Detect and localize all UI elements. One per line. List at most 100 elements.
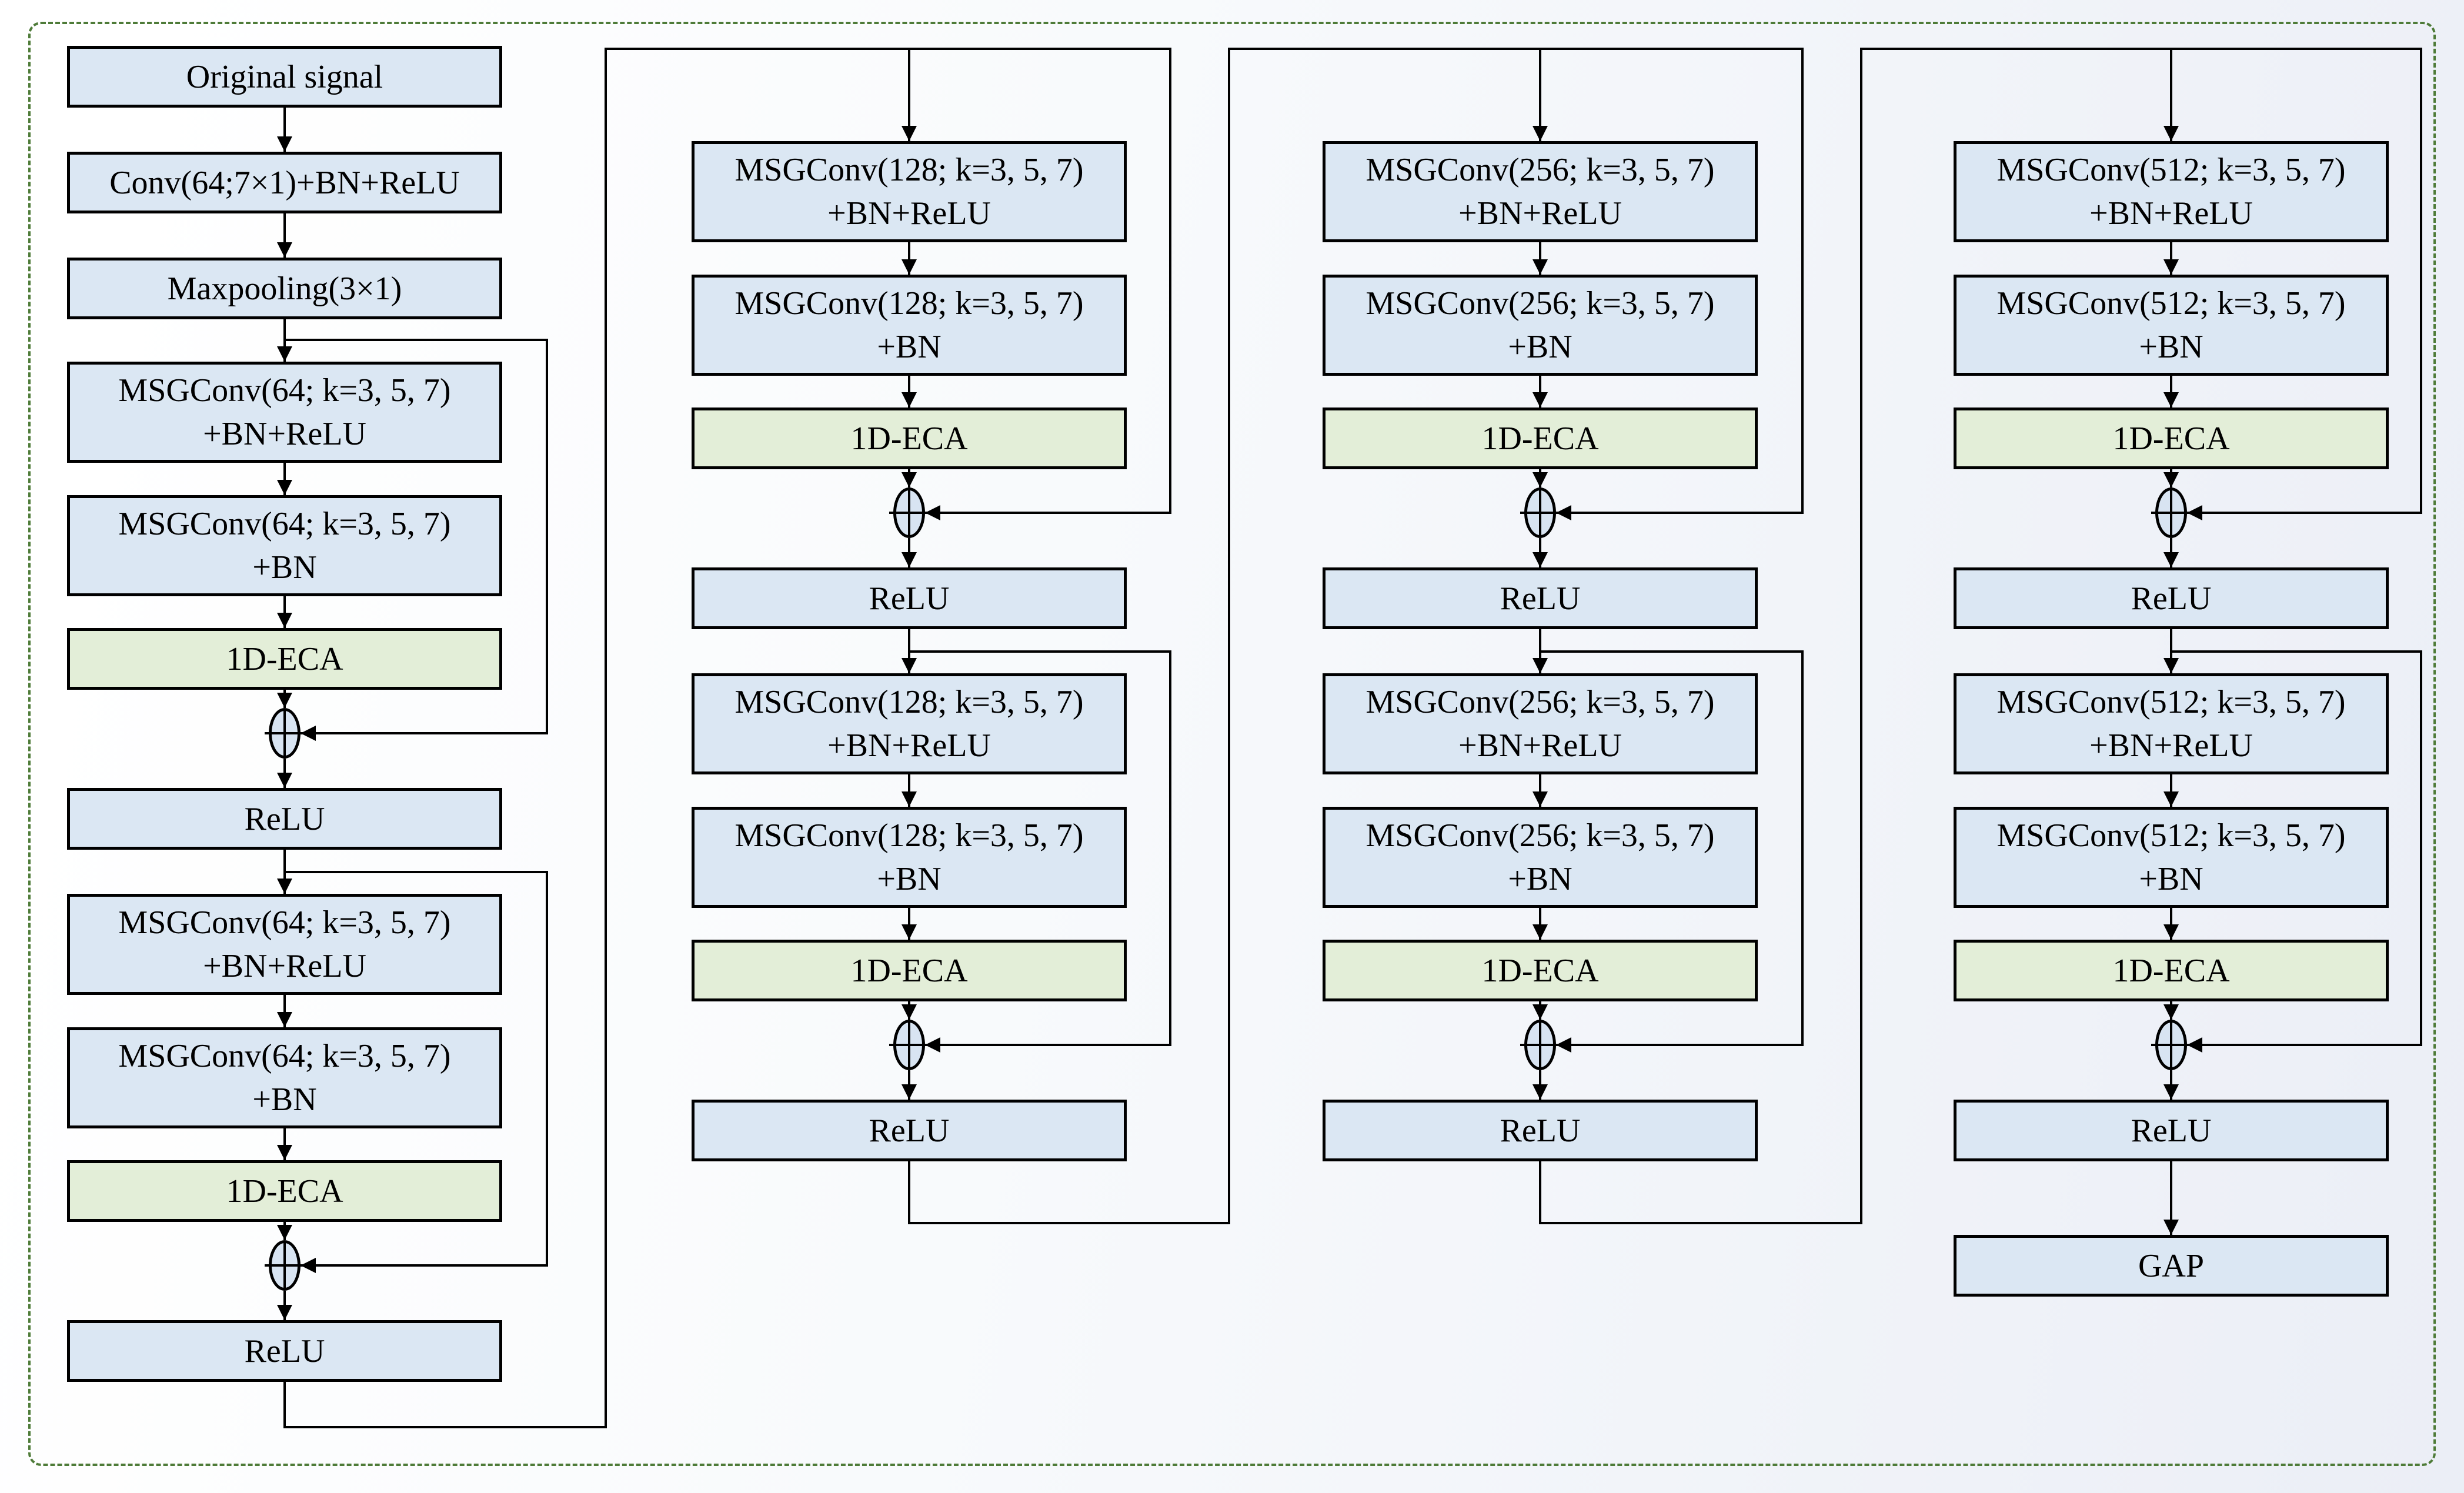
flow-line [908, 650, 1171, 653]
dashed-frame [28, 22, 2436, 1466]
arrowhead-down-icon [2163, 259, 2179, 275]
flow-line [908, 774, 910, 807]
arrowhead-down-icon [277, 242, 292, 258]
arrowhead-down-icon [277, 879, 292, 894]
flow-line [1539, 774, 1541, 807]
flow-line [908, 49, 910, 141]
box-gap: GAP [1954, 1235, 2389, 1297]
flow-line [1539, 908, 1541, 940]
arrowhead-down-icon [277, 773, 292, 788]
flow-line [1539, 376, 1541, 408]
box-relu-1: ReLU [692, 567, 1127, 629]
arrowhead-down-icon [2163, 1004, 2179, 1020]
arrowhead-down-icon [1533, 126, 1548, 141]
flow-line [1228, 49, 1230, 1223]
box-relu-1: ReLU [67, 788, 502, 850]
flow-line [283, 213, 286, 258]
arrowhead-down-icon [1533, 658, 1548, 673]
arrowhead-down-icon [902, 126, 917, 141]
box-msgconv-bn-2: MSGConv(64; k=3, 5, 7)+BN [67, 1027, 502, 1128]
arrowhead-down-icon [902, 472, 917, 487]
flow-line [1539, 49, 1541, 141]
add-node [2151, 487, 2191, 538]
box-conv-bn-relu: Conv(64;7×1)+BN+ReLU [67, 152, 502, 213]
arrowhead-down-icon [2163, 472, 2179, 487]
flow-line [283, 339, 548, 341]
box-msgconv-bn-1: MSGConv(64; k=3, 5, 7)+BN [67, 495, 502, 596]
flow-line [1539, 1222, 1862, 1224]
box-relu-1: ReLU [1323, 567, 1758, 629]
flow-line [299, 732, 548, 734]
box-relu-2: ReLU [1323, 1100, 1758, 1161]
box-msgconv-bn-2: MSGConv(256; k=3, 5, 7)+BN [1323, 807, 1758, 908]
box-msgconv-bn-1: MSGConv(128; k=3, 5, 7)+BN [692, 275, 1127, 376]
arrowhead-down-icon [902, 1004, 917, 1020]
arrowhead-down-icon [902, 259, 917, 275]
arrowhead-down-icon [902, 1084, 917, 1100]
box-msgconv-bn-1: MSGConv(512; k=3, 5, 7)+BN [1954, 275, 2389, 376]
flow-line [283, 1426, 607, 1428]
add-node [1520, 1020, 1560, 1070]
box-msgconv-bn-2: MSGConv(128; k=3, 5, 7)+BN [692, 807, 1127, 908]
flow-line [605, 48, 1171, 50]
box-original-signal: Original signal [67, 46, 502, 108]
box-relu-2: ReLU [692, 1100, 1127, 1161]
arrowhead-down-icon [1533, 472, 1548, 487]
flow-line [908, 376, 910, 408]
flow-line [908, 1222, 1230, 1224]
flow-line [908, 1161, 910, 1223]
flow-line [1860, 48, 2422, 50]
arrowhead-down-icon [277, 693, 292, 708]
arrowhead-down-icon [277, 613, 292, 628]
flow-line [2170, 49, 2172, 141]
flow-line [1228, 48, 1804, 50]
arrowhead-down-icon [2163, 392, 2179, 408]
box-msgconv-bn-relu-1: MSGConv(64; k=3, 5, 7)+BN+ReLU [67, 362, 502, 463]
arrowhead-down-icon [277, 1225, 292, 1240]
add-node [1520, 487, 1560, 538]
arrowhead-down-icon [902, 658, 917, 673]
box-msgconv-bn-relu-1: MSGConv(128; k=3, 5, 7)+BN+ReLU [692, 141, 1127, 242]
arrowhead-down-icon [1533, 392, 1548, 408]
box-1d-eca-1: 1D-ECA [692, 408, 1127, 469]
arrowhead-down-icon [277, 1012, 292, 1027]
arrowhead-down-icon [2163, 924, 2179, 940]
flow-line [908, 242, 910, 275]
flow-line [1555, 1044, 1804, 1046]
arrowhead-down-icon [2163, 791, 2179, 807]
flow-line [1539, 650, 1804, 653]
flow-line [2420, 652, 2422, 1045]
flow-line [1555, 512, 1804, 514]
arrowhead-down-icon [1533, 924, 1548, 940]
arrowhead-down-icon [2163, 552, 2179, 567]
arrowhead-down-icon [902, 552, 917, 567]
box-msgconv-bn-1: MSGConv(256; k=3, 5, 7)+BN [1323, 275, 1758, 376]
flow-line [1539, 242, 1541, 275]
arrowhead-down-icon [2163, 1220, 2179, 1235]
arrowhead-down-icon [277, 1145, 292, 1160]
arrowhead-down-icon [2163, 1084, 2179, 1100]
box-relu-1: ReLU [1954, 567, 2389, 629]
arrowhead-down-icon [277, 346, 292, 362]
arrowhead-down-icon [1533, 552, 1548, 567]
flow-line [2170, 774, 2172, 807]
flow-line [2170, 908, 2172, 940]
box-1d-eca-2: 1D-ECA [1954, 940, 2389, 1001]
flow-line [283, 596, 286, 628]
add-node [265, 1240, 305, 1291]
flow-line [283, 1382, 286, 1427]
arrowhead-down-icon [2163, 658, 2179, 673]
box-relu-2: ReLU [1954, 1100, 2389, 1161]
box-msgconv-bn-relu-1: MSGConv(256; k=3, 5, 7)+BN+ReLU [1323, 141, 1758, 242]
flow-line [2170, 650, 2422, 653]
box-msgconv-bn-relu-2: MSGConv(128; k=3, 5, 7)+BN+ReLU [692, 673, 1127, 774]
arrowhead-down-icon [902, 924, 917, 940]
flow-line [546, 872, 548, 1265]
box-relu-2: ReLU [67, 1320, 502, 1382]
add-node [265, 708, 305, 759]
flow-line [1169, 49, 1171, 513]
flow-line [2186, 1044, 2422, 1046]
add-node [2151, 1020, 2191, 1070]
flow-line [546, 340, 548, 733]
flow-line [1801, 49, 1804, 513]
